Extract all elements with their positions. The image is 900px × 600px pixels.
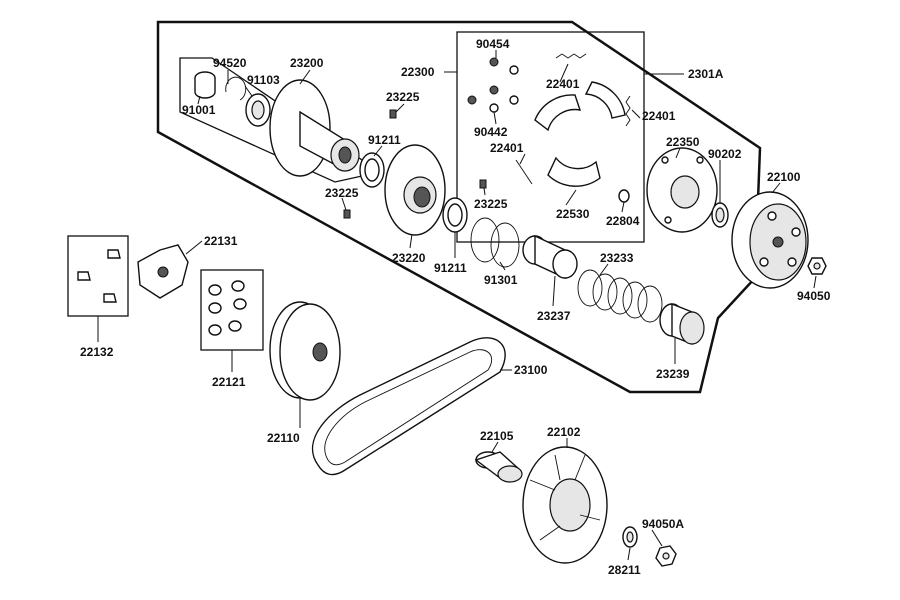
collar-part-91001: [194, 71, 216, 99]
label-90202: 90202: [708, 147, 742, 161]
leader-lines: [97, 50, 817, 561]
label-23239: 23239: [656, 367, 690, 381]
movable-drive-face-part-22110: [269, 301, 341, 401]
label-23225-top: 23225: [386, 90, 420, 104]
label-94050A: 94050A: [642, 517, 684, 531]
label-22350: 22350: [666, 135, 700, 149]
label-22401-top: 22401: [546, 77, 580, 91]
nut-part-94050: [807, 257, 827, 275]
label-91001: 91001: [182, 103, 216, 117]
label-91211-lower: 91211: [434, 261, 467, 275]
ramp-plate-part-22131: [137, 244, 189, 299]
slider-guides-part-22132: [77, 249, 121, 303]
label-22110: 22110: [267, 431, 300, 445]
drive-belt-part-23100: [311, 337, 506, 476]
label-23237: 23237: [537, 309, 571, 323]
label-28211: 28211: [608, 563, 641, 577]
label-22401-right: 22401: [642, 109, 676, 123]
slider-guide-box: [67, 235, 129, 317]
bushing-part-22804: [618, 189, 630, 203]
springs-part-22401: [515, 53, 631, 185]
label-22401-left: 22401: [490, 141, 524, 155]
label-22132: 22132: [80, 345, 114, 359]
label-90454: 90454: [476, 37, 510, 51]
clutch-shoes-part-22530: [534, 81, 626, 187]
roller-weights-part-22121: [208, 280, 247, 336]
nut-part-90202: [711, 202, 729, 228]
washers-part-90454: [467, 57, 519, 113]
label-91103: 91103: [247, 73, 280, 87]
oil-seal-part-91211-upper: [359, 152, 385, 188]
label-23200: 23200: [290, 56, 324, 70]
drive-plate-part-22350: [646, 147, 718, 233]
label-22100: 22100: [767, 170, 801, 184]
label-22131: 22131: [204, 234, 238, 248]
o-rings-part-91301: [470, 217, 520, 268]
label-2301A: 2301A: [688, 67, 724, 81]
pin-part-23225-top: [389, 109, 397, 119]
label-22105: 22105: [480, 429, 514, 443]
pin-part-23225-right: [479, 179, 487, 189]
washer-part-28211: [622, 526, 638, 548]
label-91301: 91301: [484, 273, 518, 287]
driven-face-part-23200: [269, 79, 360, 177]
spring-seat-part-23239: [659, 302, 705, 346]
oil-seal-part-91211-lower: [442, 197, 468, 233]
part-number-labels: 23200 94520 91103 91001 22300 90454 2240…: [80, 37, 831, 577]
label-22804: 22804: [606, 214, 640, 228]
label-23220: 23220: [392, 251, 426, 265]
fan-drive-face-part-22102: [522, 446, 608, 564]
collar-part-22105: [474, 451, 523, 483]
clutch-assembly-frame: [156, 20, 762, 394]
clutch-bell-part-22100: [731, 191, 809, 289]
label-94050: 94050: [797, 289, 831, 303]
label-23225-right: 23225: [474, 197, 508, 211]
label-90442: 90442: [474, 125, 508, 139]
label-23100: 23100: [514, 363, 548, 377]
nut-part-94050A: [655, 545, 677, 567]
label-94520: 94520: [213, 56, 247, 70]
label-22530: 22530: [556, 207, 590, 221]
label-23225-left: 23225: [325, 186, 359, 200]
label-22102: 22102: [547, 425, 581, 439]
clutch-shoe-subgroup-box: [456, 31, 645, 243]
label-91211-upper: 91211: [368, 133, 401, 147]
label-23233: 23233: [600, 251, 634, 265]
label-22300: 22300: [401, 65, 435, 79]
spring-part-23233: [577, 269, 663, 323]
circlip-part-94520: [225, 76, 247, 101]
label-22121: 22121: [212, 375, 246, 389]
sliding-sheave-part-23220: [384, 144, 446, 236]
guide-collar-part-23237: [522, 234, 578, 280]
pin-part-23225-left: [343, 209, 351, 219]
bearing-part-91103: [245, 93, 271, 127]
